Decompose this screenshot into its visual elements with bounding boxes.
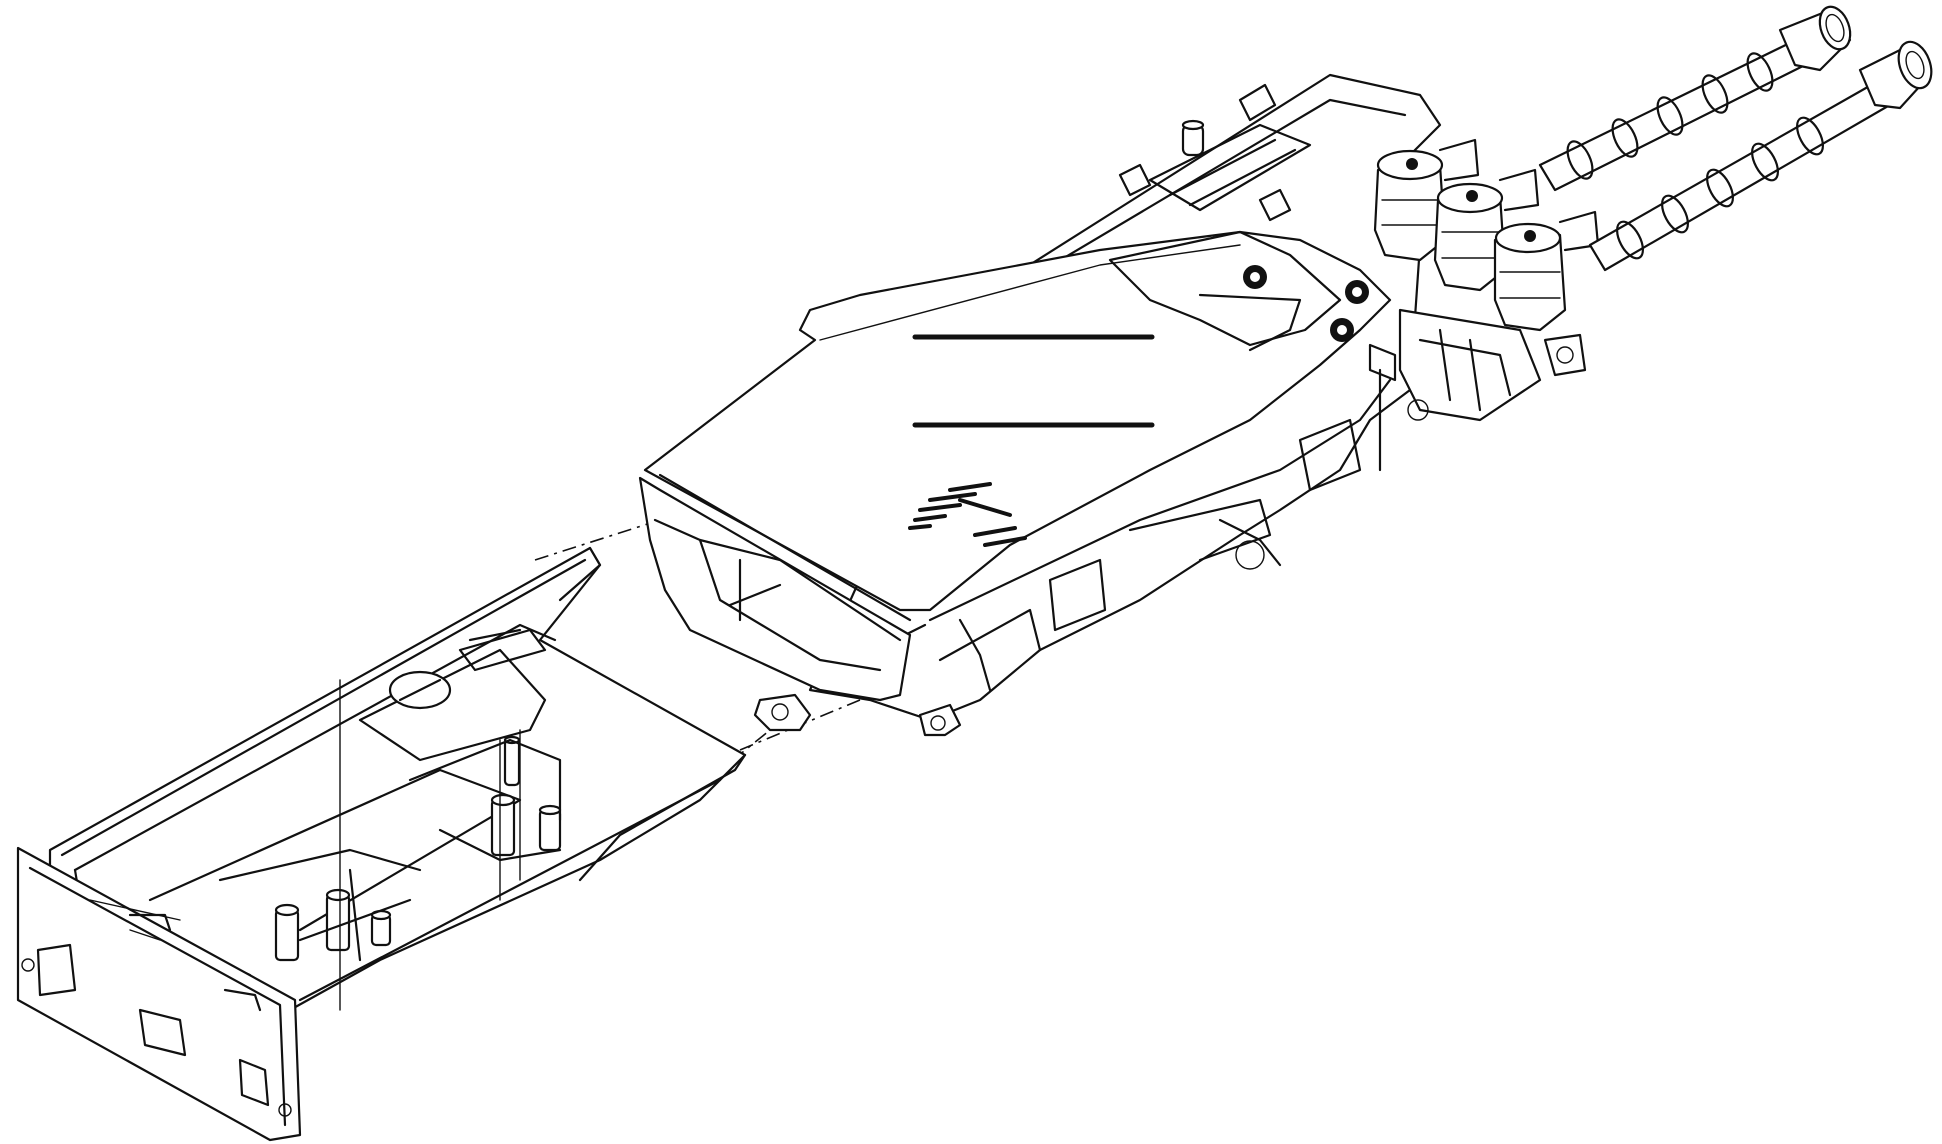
detergent-drawer: [16, 546, 747, 1142]
inlet-valve-3: [1493, 210, 1600, 332]
inlet-hoses: [1538, 5, 1933, 272]
housing-lid: [643, 230, 1392, 612]
dispenser-housing: [638, 73, 1442, 737]
inlet-hose-lower: [1588, 40, 1933, 272]
inlet-hose-upper: [1538, 5, 1852, 192]
siphon-tubes: [274, 735, 562, 962]
drawer-front-panel: [16, 846, 302, 1142]
lid-vent-marks: [908, 482, 1027, 547]
inlet-valves: [1373, 138, 1600, 422]
inlet-valve-2: [1433, 168, 1540, 292]
inlet-valve-1: [1373, 138, 1480, 262]
